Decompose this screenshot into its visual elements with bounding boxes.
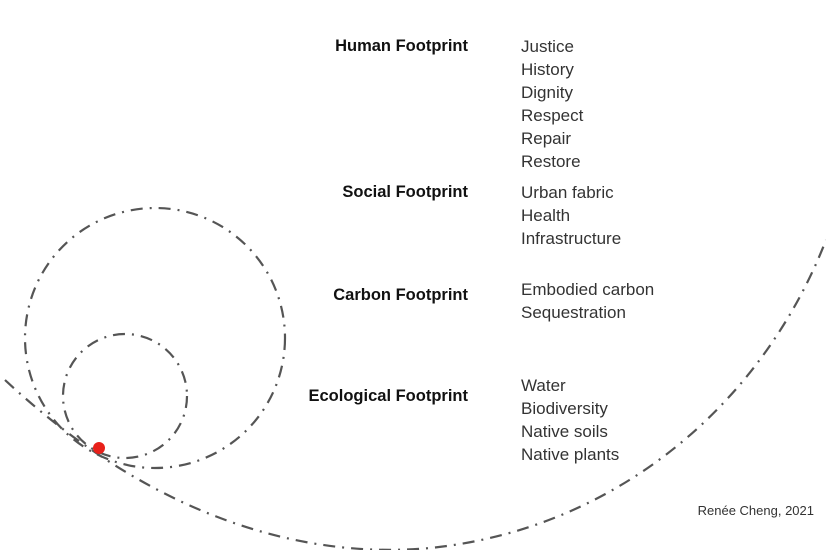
credit: Renée Cheng, 2021 — [697, 503, 814, 518]
item: Health — [521, 206, 571, 225]
small-circle — [61, 332, 189, 460]
item: Repair — [521, 129, 572, 148]
carbon-footprint-label: Carbon Footprint — [333, 286, 468, 304]
item: Urban fabric — [521, 183, 614, 202]
item: Biodiversity — [521, 399, 608, 418]
item: Water — [521, 376, 566, 395]
social-footprint-label: Social Footprint — [342, 183, 468, 201]
human-footprint-items: Justice History Dignity Respect Repair R… — [521, 35, 583, 173]
outer-spiral-arc — [4, 239, 826, 550]
human-footprint-label: Human Footprint — [335, 37, 468, 55]
origin-marker — [93, 442, 105, 454]
item: History — [521, 60, 574, 79]
ecological-footprint-items: Water Biodiversity Native soils Native p… — [521, 374, 619, 466]
item: Justice — [521, 37, 574, 56]
carbon-footprint-items: Embodied carbon Sequestration — [521, 278, 654, 324]
ecological-footprint-label: Ecological Footprint — [308, 387, 469, 405]
item: Embodied carbon — [521, 280, 655, 299]
item: Infrastructure — [521, 229, 622, 248]
item: Restore — [521, 152, 581, 171]
item: Native plants — [521, 445, 620, 464]
item: Sequestration — [521, 303, 626, 322]
item: Native soils — [521, 422, 608, 441]
large-circle — [23, 206, 287, 470]
item: Dignity — [521, 83, 573, 102]
social-footprint-items: Urban fabric Health Infrastructure — [521, 181, 621, 250]
item: Respect — [521, 106, 584, 125]
